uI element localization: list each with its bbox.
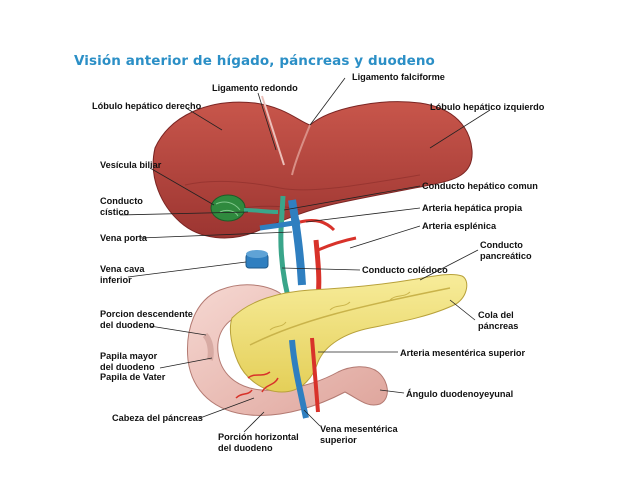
label-arteria-esplenica: Arteria esplénica bbox=[422, 221, 497, 231]
arteries bbox=[299, 218, 357, 299]
label-vena-porta: Vena porta bbox=[100, 233, 147, 243]
label-cabeza-pancreas: Cabeza del páncreas bbox=[112, 413, 203, 423]
pancreas bbox=[229, 274, 468, 393]
gallbladder bbox=[210, 194, 246, 222]
label-conducto-coledoco: Conducto colédoco bbox=[362, 265, 448, 275]
label-arteria-mesenterica-superior: Arteria mesentérica superior bbox=[400, 348, 526, 358]
label-conducto-hepatico-comun: Conducto hepático comun bbox=[422, 181, 538, 191]
label-arteria-hepatica-propia: Arteria hepática propia bbox=[422, 203, 523, 213]
label-porcion-descendente: Porcion descendente del duodeno bbox=[100, 309, 193, 330]
label-papila-mayor: Papila mayor del duodeno Papila de Vater bbox=[100, 351, 166, 382]
label-lobulo-derecho: Lóbulo hepático derecho bbox=[92, 101, 202, 111]
label-cola-pancreas: Cola del páncreas bbox=[478, 310, 519, 331]
leader-lines bbox=[119, 77, 491, 433]
label-ligamento-redondo: Ligamento redondo bbox=[212, 83, 298, 93]
inferior-vena-cava bbox=[245, 250, 269, 269]
figure-title: Visión anterior de hígado, páncreas y du… bbox=[74, 53, 435, 69]
label-lobulo-izquierdo: Lóbulo hepático izquierdo bbox=[430, 102, 545, 112]
label-conducto-pancreatico: Conducto pancreático bbox=[480, 240, 532, 261]
label-vena-cava-inferior: Vena cava inferior bbox=[100, 264, 145, 285]
label-ligamento-falciforme: Ligamento falciforme bbox=[352, 72, 445, 82]
label-vesicula-biliar: Vesícula biliar bbox=[100, 160, 162, 170]
label-vena-mesenterica-superior: Vena mesentérica superior bbox=[320, 424, 398, 445]
label-conducto-cistico: Conducto cístico bbox=[100, 196, 143, 217]
portal-vein bbox=[259, 199, 306, 286]
label-angulo-duodenoyeyunal: Ángulo duodenoyeyunal bbox=[406, 389, 514, 399]
pancreaticoduodenal-arteries bbox=[235, 371, 279, 399]
label-porcion-horizontal: Porción horizontal del duodeno bbox=[218, 432, 299, 453]
